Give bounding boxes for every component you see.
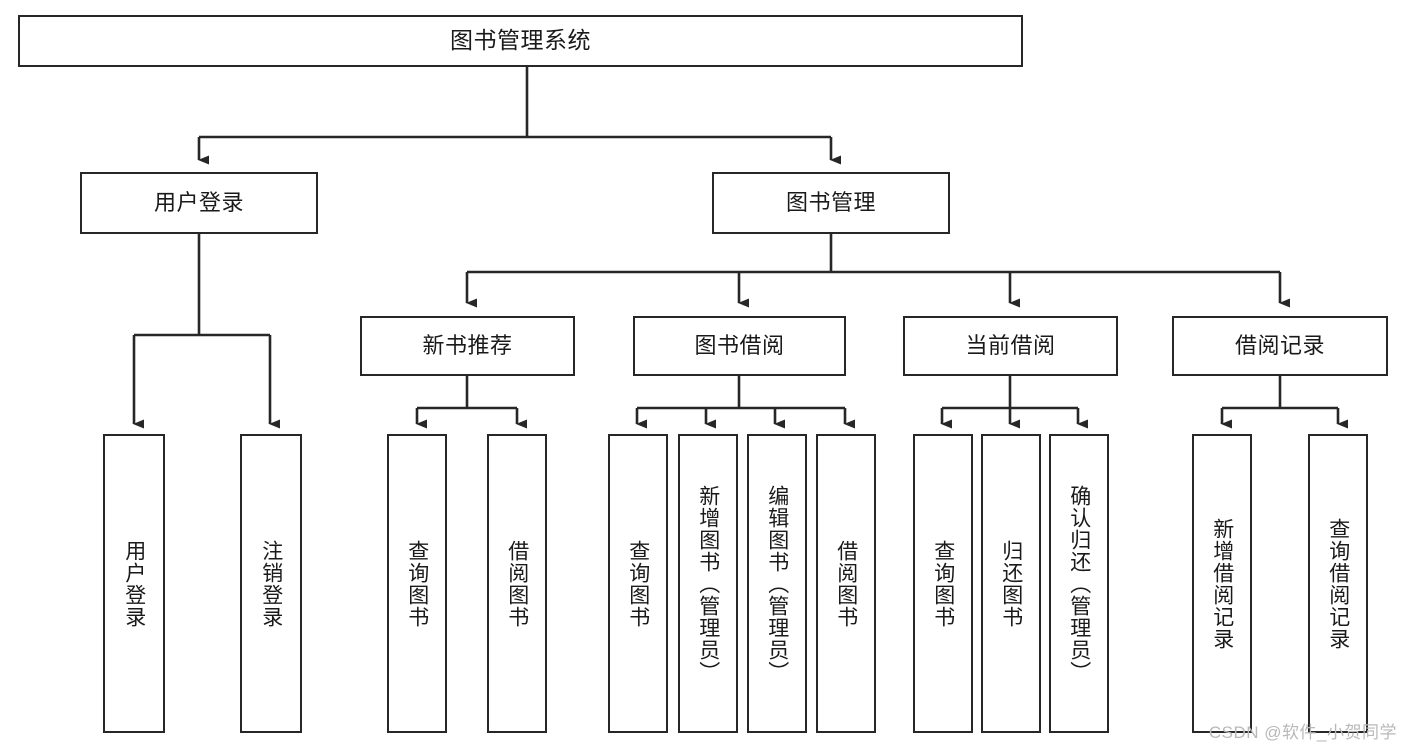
node-leaf-label: 查询图书 — [405, 539, 429, 628]
node-current-borrow-label: 当前借阅 — [965, 332, 1056, 358]
node-leaf-label: 新增借阅记录 — [1210, 517, 1234, 650]
node-root-book-management-system[interactable]: 图书管理系统 — [18, 15, 1023, 67]
node-new-book-recommend-label: 新书推荐 — [422, 332, 513, 358]
node-leaf-current-confirm-return[interactable]: 确认归还（管理员） — [1049, 434, 1109, 733]
csdn-watermark: CSDN @软件_小贺同学 — [1208, 723, 1397, 742]
node-user-login-label: 用户登录 — [153, 189, 244, 215]
node-leaf-label: 借阅图书 — [505, 539, 529, 628]
node-leaf-label: 新增图书（管理员） — [696, 484, 720, 683]
node-borrow-record-label: 借阅记录 — [1234, 332, 1325, 358]
node-leaf-user-login-signin[interactable]: 用户登录 — [103, 434, 165, 733]
node-book-management-label: 图书管理 — [785, 189, 876, 215]
node-borrow-record[interactable]: 借阅记录 — [1172, 316, 1388, 376]
node-leaf-record-add[interactable]: 新增借阅记录 — [1192, 434, 1252, 733]
node-new-book-recommend[interactable]: 新书推荐 — [360, 316, 575, 376]
node-leaf-new-book-borrow[interactable]: 借阅图书 — [487, 434, 547, 733]
node-user-login[interactable]: 用户登录 — [80, 172, 318, 234]
node-leaf-borrow-add-book[interactable]: 新增图书（管理员） — [678, 434, 738, 733]
node-leaf-borrow-book[interactable]: 借阅图书 — [816, 434, 876, 733]
node-leaf-label: 用户登录 — [122, 539, 146, 628]
node-leaf-label: 注销登录 — [259, 539, 283, 628]
node-leaf-label: 查询借阅记录 — [1326, 517, 1350, 650]
node-leaf-current-return[interactable]: 归还图书 — [981, 434, 1041, 733]
node-leaf-label: 归还图书 — [999, 539, 1023, 628]
node-leaf-new-book-query[interactable]: 查询图书 — [387, 434, 447, 733]
node-current-borrow[interactable]: 当前借阅 — [903, 316, 1118, 376]
node-book-borrow-label: 图书借阅 — [694, 332, 785, 358]
node-leaf-label: 编辑图书（管理员） — [765, 484, 789, 683]
node-leaf-label: 借阅图书 — [834, 539, 858, 628]
node-leaf-record-query[interactable]: 查询借阅记录 — [1308, 434, 1368, 733]
node-leaf-borrow-edit-book[interactable]: 编辑图书（管理员） — [747, 434, 807, 733]
node-leaf-label: 确认归还（管理员） — [1067, 484, 1091, 683]
node-leaf-label: 查询图书 — [626, 539, 650, 628]
node-leaf-current-query[interactable]: 查询图书 — [913, 434, 973, 733]
node-leaf-borrow-query[interactable]: 查询图书 — [608, 434, 668, 733]
node-book-management[interactable]: 图书管理 — [712, 172, 950, 234]
node-root-label: 图书管理系统 — [450, 27, 591, 54]
node-leaf-label: 查询图书 — [931, 539, 955, 628]
node-book-borrow[interactable]: 图书借阅 — [633, 316, 846, 376]
node-leaf-user-login-signout[interactable]: 注销登录 — [240, 434, 302, 733]
